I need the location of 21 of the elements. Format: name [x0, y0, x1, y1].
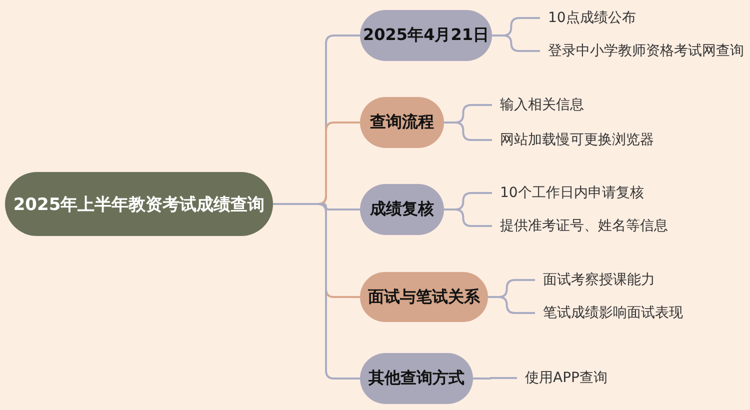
leaf-text: 输入相关信息: [492, 93, 584, 117]
leaf-text: 笔试成绩影响面试表现: [535, 301, 683, 325]
connector-line: [488, 296, 535, 314]
topic-pill: 2025年4月21日: [360, 10, 492, 61]
connector-line: [444, 122, 492, 141]
connector-line: [492, 34, 540, 52]
leaf-text: 登录中小学教师资格考试网查询: [540, 39, 744, 63]
leaf-text: 使用APP查询: [517, 366, 608, 390]
topic-pill: 查询流程: [360, 97, 444, 148]
leaf-text: 10个工作日内申请复核: [492, 181, 644, 205]
leaf-text: 10点成绩公布: [540, 6, 636, 30]
leaf-text: 面试考察授课能力: [535, 268, 655, 292]
leaf-text: 网站加载慢可更换浏览器: [492, 128, 654, 152]
connector-line: [273, 203, 360, 380]
topic-pill: 面试与笔试关系: [360, 272, 488, 322]
root-topic: 2025年上半年教资考试成绩查询: [5, 172, 273, 236]
leaf-text: 提供准考证号、姓名等信息: [492, 214, 668, 238]
connector-line: [444, 208, 492, 227]
topic-pill: 成绩复核: [360, 184, 444, 235]
connector-line: [473, 377, 517, 380]
topic-pill: 其他查询方式: [360, 353, 473, 404]
